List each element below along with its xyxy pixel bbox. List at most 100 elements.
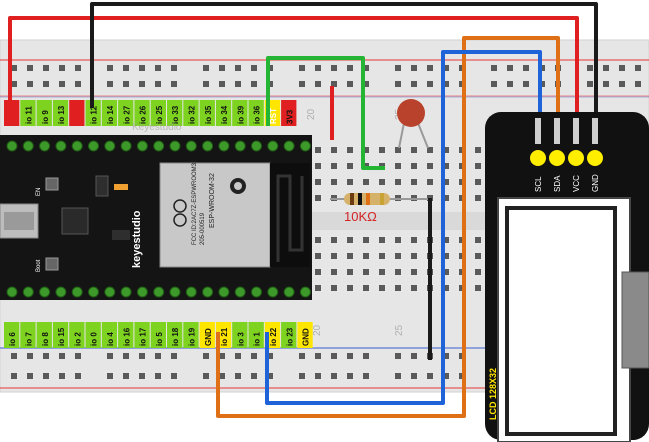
breadboard-hole — [443, 269, 449, 275]
bottom-pin-label: io 0 — [90, 332, 99, 346]
breadboard-hole — [235, 65, 241, 71]
breadboard-hole — [331, 269, 337, 275]
breadboard-hole — [331, 353, 337, 359]
wire-black-gnd — [90, 2, 598, 118]
bottom-pin-label-bg — [248, 322, 264, 348]
top-pin-label-bg — [52, 100, 69, 126]
ic-chip — [61, 207, 89, 235]
breadboard-hole — [411, 179, 417, 185]
breadboard-hole — [427, 179, 433, 185]
header-pin — [6, 286, 18, 298]
bottom-pin-label: io 21 — [220, 327, 229, 346]
lcd-pin-label: SDA — [553, 175, 562, 192]
breadboard-hole — [427, 81, 433, 87]
breadboard-hole — [139, 65, 145, 71]
breadboard-hole — [395, 147, 401, 153]
breadboard-hole — [315, 179, 321, 185]
breadboard-hole — [27, 81, 33, 87]
breadboard-hole — [475, 163, 481, 169]
breadboard-hole — [507, 65, 513, 71]
breadboard-hole — [475, 269, 481, 275]
breadboard-hole — [315, 353, 321, 359]
bottom-pin-label-bg — [20, 322, 36, 348]
header-pin — [104, 140, 116, 152]
bottom-pin-label: GND — [204, 328, 213, 346]
breadboard-hole — [379, 237, 385, 243]
bottom-pin-label-bg — [134, 322, 150, 348]
breadboard-hole — [411, 65, 417, 71]
bottom-pin-label: io 3 — [236, 332, 245, 346]
top-pin-label-bg — [36, 100, 52, 126]
lcd-pin-leg — [554, 118, 560, 144]
breadboard-hole — [251, 373, 257, 379]
breadboard-hole — [203, 353, 209, 359]
header-pin — [22, 286, 34, 298]
bottom-pin-label: io 16 — [122, 327, 131, 346]
breadboard-hole — [251, 353, 257, 359]
breadboard-hole — [443, 353, 449, 359]
header-pin — [202, 286, 214, 298]
top-pin-label: io 27 — [122, 105, 131, 124]
breadboard-hole — [363, 81, 369, 87]
breadboard-hole — [235, 81, 241, 87]
breadboard-hole — [315, 253, 321, 259]
breadboard-hole — [443, 253, 449, 259]
antenna-trace — [276, 174, 304, 262]
breadboard-hole — [395, 81, 401, 87]
breadboard-hole — [347, 81, 353, 87]
boot-button-label: Boot — [36, 259, 42, 272]
header-pin — [120, 286, 132, 298]
breadboard-hole — [315, 163, 321, 169]
header-pin — [22, 140, 34, 152]
en-button[interactable] — [45, 177, 59, 191]
breadboard-hole — [315, 65, 321, 71]
breadboard-hole — [635, 81, 641, 87]
header-pin — [218, 286, 230, 298]
bottom-pin-label-bg — [118, 322, 134, 348]
top-pin-label: io 13 — [57, 105, 66, 124]
breadboard-hole — [379, 179, 385, 185]
lcd-ribbon — [621, 271, 649, 369]
breadboard-hole — [395, 179, 401, 185]
breadboard-hole — [411, 163, 417, 169]
header-pin — [55, 286, 67, 298]
breadboard-hole — [427, 65, 433, 71]
breadboard-hole — [395, 65, 401, 71]
breadboard-hole — [171, 373, 177, 379]
breadboard-hole — [347, 179, 353, 185]
top-pin-label-bg — [199, 100, 215, 126]
breadboard-hole — [59, 373, 65, 379]
header-pin — [88, 286, 99, 298]
breadboard-hole — [411, 147, 417, 153]
breadboard-hole — [139, 81, 145, 87]
breadboard-hole — [27, 353, 33, 359]
breadboard-hole — [203, 373, 209, 379]
breadboard-hole — [411, 353, 417, 359]
en-button-label: EN — [36, 188, 42, 196]
bottom-pin-label-bg — [85, 322, 101, 348]
breadboard-hole — [443, 65, 449, 71]
top-pin-label: io 34 — [220, 105, 229, 124]
breadboard-hole — [235, 353, 241, 359]
breadboard-hole — [11, 373, 17, 379]
header-pin — [267, 286, 279, 298]
breadboard-hole — [43, 353, 49, 359]
top-pin-label-bg — [248, 100, 264, 126]
breadboard-hole — [395, 237, 401, 243]
breadboard-hole — [395, 253, 401, 259]
breadboard-hole — [475, 253, 481, 259]
boot-button[interactable] — [45, 257, 59, 271]
top-pin-label: io 12 — [90, 105, 99, 124]
breadboard-hole — [123, 353, 129, 359]
breadboard-hole — [363, 253, 369, 259]
breadboard-hole — [443, 373, 449, 379]
breadboard-hole — [427, 373, 433, 379]
breadboard-hole — [171, 65, 177, 71]
bottom-pin-label: io 1 — [253, 332, 262, 346]
breadboard-hole — [363, 285, 369, 291]
top-pin-label-bg — [118, 100, 134, 126]
header-pin — [153, 140, 165, 152]
breadboard-hole — [219, 65, 225, 71]
small-chip — [112, 230, 130, 240]
